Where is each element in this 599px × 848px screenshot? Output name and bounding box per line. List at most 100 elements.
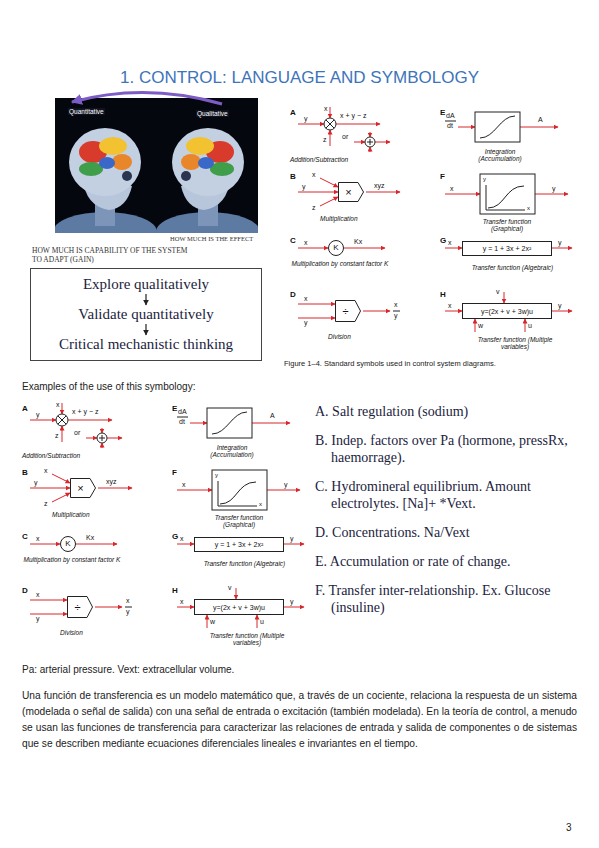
pentagon-outline (339, 183, 364, 202)
graph-curve (220, 482, 256, 504)
circle-outline (329, 241, 344, 256)
signal-wire (95, 607, 122, 608)
signal-name: x (56, 401, 60, 409)
brain-area (112, 154, 132, 170)
signal-name: x (448, 239, 452, 247)
illustration-ground (55, 98, 258, 233)
symbol-caption: Transfer function (Multiple variables) (470, 336, 560, 351)
symbol-caption: Integration (Accumulation) (202, 444, 262, 459)
list-item: C. Hydromineral equilibrium. Amount elec… (315, 478, 593, 512)
list-item: D. Concentrations. Na/Vext (315, 524, 593, 541)
block-text: K (333, 244, 338, 252)
signal-name: x (126, 597, 130, 605)
panel-letter: C (290, 236, 296, 245)
block-symbol: y = 1 + 3x + 2x² (462, 241, 552, 256)
paragraph: Una función de transferencia es un model… (22, 688, 577, 752)
signal-name: Kx (86, 534, 94, 542)
signal-wire (62, 403, 63, 414)
signal-name: dt (179, 418, 185, 426)
signal-name: A (538, 116, 543, 124)
signal-name: x (394, 301, 398, 309)
block-text: ÷ (342, 306, 348, 317)
signal-wire (370, 132, 371, 137)
signal-name: dt (447, 122, 453, 130)
block-text: y = 1 + 3x + 2x² (215, 541, 263, 548)
head-left (55, 128, 157, 233)
illustration-label: Qualitative (196, 110, 229, 117)
signal-name: z (312, 204, 316, 212)
junction-cross (326, 120, 334, 128)
block-symbol: ÷ (335, 300, 361, 322)
graph-box (212, 470, 267, 510)
signal-wire (177, 607, 194, 608)
signal-wire (177, 490, 212, 491)
signal-wire (252, 423, 290, 424)
signal-name: x (304, 239, 308, 247)
signal-wire (445, 194, 480, 195)
symbol-caption: Division (328, 333, 351, 340)
panel-letter: B (22, 468, 28, 477)
integrator-box (207, 408, 252, 438)
body-text: Examples of the use of this symbology: (22, 381, 195, 393)
signal-wire (30, 488, 70, 489)
pentagon-outline (68, 597, 93, 618)
signal-wire (30, 420, 56, 421)
graph-box (480, 174, 535, 214)
block-text: ÷ (74, 602, 80, 613)
signal-wire (284, 544, 304, 545)
signal-name: y (36, 411, 40, 419)
signal-wire (76, 544, 117, 545)
panel-letter: G (172, 532, 178, 541)
symbol-caption: Division (60, 629, 83, 636)
panel-letter: F (440, 172, 445, 181)
signal-name: x (36, 535, 40, 543)
signal-name: y (304, 115, 308, 123)
signal-name: xyz (374, 182, 385, 190)
symbol-figure (30, 403, 304, 628)
integrator-box (475, 112, 520, 142)
signal-wire (102, 443, 103, 448)
signal-wire (30, 600, 67, 601)
panel-letter: C (22, 532, 28, 541)
signal-wire (475, 319, 476, 332)
list-item: A. Salt regulation (sodium) (315, 403, 593, 420)
signal-wire (552, 311, 572, 312)
block-symbol: × (338, 182, 364, 202)
illustration-label: Quantitative (68, 108, 105, 115)
block-symbol: × (70, 478, 96, 498)
curved-arrow (72, 92, 222, 104)
panel-letter: A (22, 404, 28, 413)
integration-curve (212, 412, 247, 434)
signal-wire (107, 438, 122, 439)
block-symbol: y=(2x + v + 3w)u (462, 303, 552, 319)
head-right (156, 128, 258, 233)
signal-name: Kx (354, 238, 362, 246)
signal-wire (330, 130, 331, 146)
block-text: Explore qualitatively (83, 276, 209, 293)
skull (172, 128, 244, 196)
block-text: y=(2x + v + 3w)u (213, 604, 265, 611)
signal-wire (102, 428, 103, 433)
signal-wire (177, 544, 194, 545)
brain-area (99, 137, 127, 155)
panel-letter: D (22, 586, 28, 595)
figure-caption: Figure 1–4. Standard symbols used in con… (284, 360, 594, 369)
signal-name: y (483, 176, 486, 183)
symbol-caption: Transfer function (Algebraic) (202, 560, 287, 567)
panel-letter: H (440, 290, 446, 299)
heads-illustration (55, 128, 258, 233)
signal-wire (298, 248, 328, 249)
signal-name: u (528, 322, 532, 330)
signal-wire (520, 127, 558, 128)
panel-letter: B (290, 172, 296, 181)
signal-name: dA (178, 408, 187, 416)
signal-name: y (290, 535, 294, 543)
eye-socket (122, 171, 132, 181)
down-arrow (145, 324, 146, 335)
signal-wire (336, 124, 380, 125)
symbol-caption: Addition/Subtraction (290, 156, 348, 163)
signal-wire (298, 318, 335, 319)
signal-name: y (552, 185, 556, 193)
